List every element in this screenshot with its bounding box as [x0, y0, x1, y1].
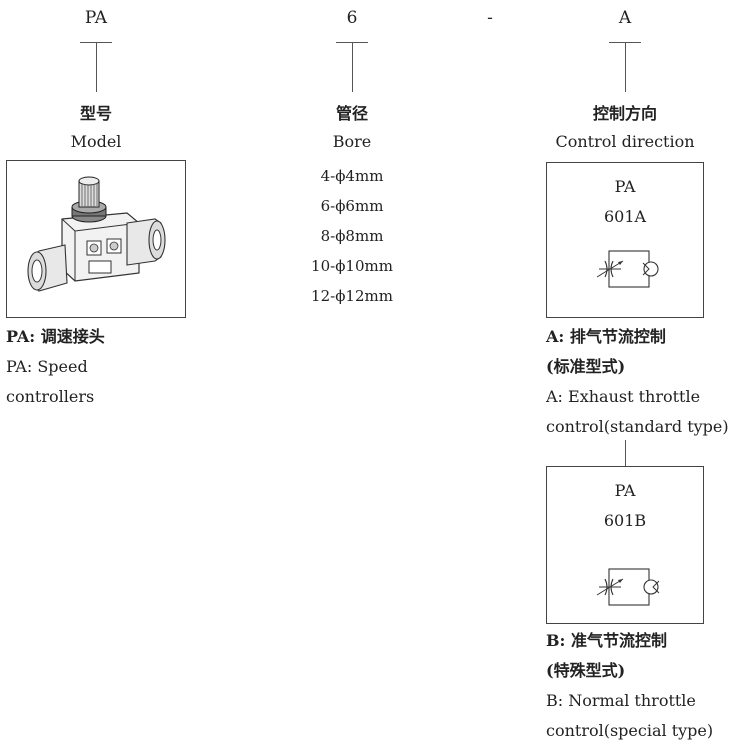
option-b-desc-cn-1: B: 准气节流控制 [546, 631, 668, 650]
option-a-description: A: 排气节流控制 (标准型式) A: Exhaust throttle con… [546, 322, 729, 442]
bore-title-cn: 管径 [335, 104, 369, 123]
option-b-code-1: PA [614, 481, 636, 500]
bore-option: 12-ϕ12mm [311, 287, 393, 305]
bore-title-en: Bore [332, 132, 372, 151]
option-a-box: PA 601A [546, 162, 704, 318]
option-a-desc-cn-1: A: 排气节流控制 [546, 327, 666, 346]
option-a-desc-en-1: A: Exhaust throttle [546, 387, 701, 406]
option-b-description: B: 准气节流控制 (特殊型式) B: Normal throttle cont… [546, 626, 713, 746]
code-model: PA [84, 8, 108, 28]
option-b-code-2: 601B [603, 511, 647, 530]
connector-line [625, 440, 626, 466]
model-desc-en-2: controllers [6, 387, 95, 406]
bore-option: 6-ϕ6mm [320, 197, 384, 215]
model-title-cn: 型号 [79, 104, 113, 123]
option-a-desc-cn-2: (标准型式) [546, 357, 626, 376]
option-b-desc-en-2: control(special type) [546, 721, 714, 740]
model-desc-en-1: PA: Speed [6, 357, 88, 376]
option-b-box: PA 601B [546, 466, 704, 624]
option-a-desc-en-2: control(standard type) [546, 417, 729, 436]
bore-option: 10-ϕ10mm [311, 257, 393, 275]
bore-option: 4-ϕ4mm [320, 167, 384, 185]
bore-options-list: 4-ϕ4mm 6-ϕ6mm 8-ϕ8mm 10-ϕ10mm 12-ϕ12mm [311, 161, 393, 311]
option-b-desc-cn-2: (特殊型式) [546, 661, 626, 680]
direction-title-cn: 控制方向 [592, 104, 658, 123]
speed-controller-illustration [27, 176, 166, 292]
model-description: PA: 调速接头 PA: Speed controllers [6, 322, 105, 412]
code-bore: 6 [346, 8, 358, 28]
throttle-symbol-b [596, 568, 660, 606]
option-b-desc-en-1: B: Normal throttle [546, 691, 696, 710]
model-image-box [6, 160, 186, 318]
option-a-code-2: 601A [603, 207, 647, 226]
direction-title-en: Control direction [555, 132, 695, 151]
model-desc-cn: PA: 调速接头 [6, 327, 105, 346]
model-title-en: Model [70, 132, 122, 151]
option-a-code-1: PA [614, 177, 636, 196]
bore-option: 8-ϕ8mm [320, 227, 384, 245]
code-dash: - [487, 8, 493, 28]
throttle-symbol-a [596, 250, 659, 288]
code-direction: A [618, 8, 632, 28]
